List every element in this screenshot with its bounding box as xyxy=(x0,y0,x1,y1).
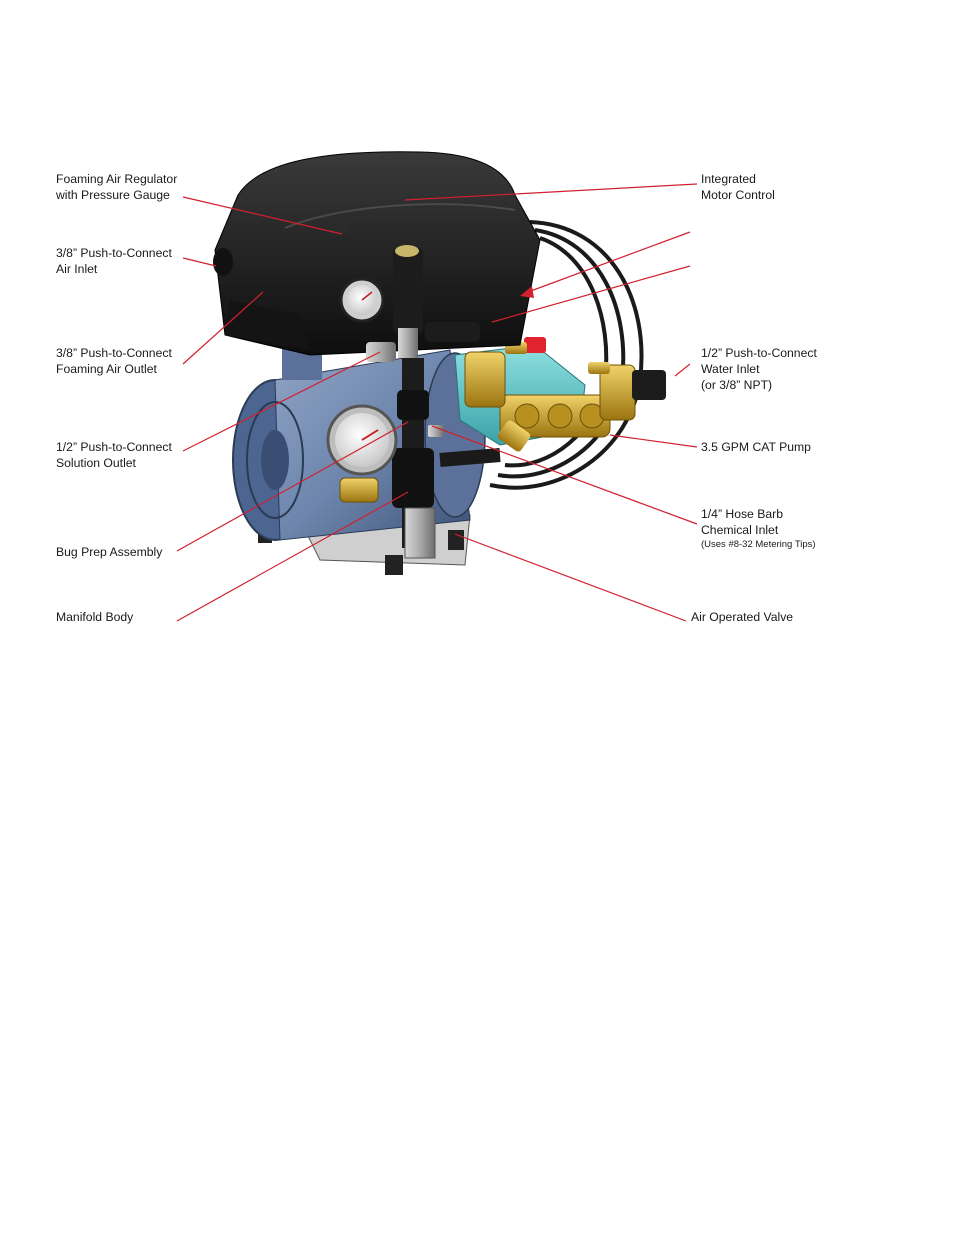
label-line: 3/8” Push-to-Connect xyxy=(56,245,172,261)
label-line: Foaming Air Regulator xyxy=(56,171,177,187)
label-cat-pump: 3.5 GPM CAT Pump xyxy=(701,439,811,455)
leader-air-inlet xyxy=(183,258,216,266)
label-line: (or 3/8” NPT) xyxy=(701,377,817,393)
motor-control-housing xyxy=(213,152,540,355)
label-line: Motor Control xyxy=(701,187,775,203)
leader-water-inlet xyxy=(675,364,690,376)
regulator-gauge xyxy=(341,279,383,321)
leader-cat-pump xyxy=(610,435,697,447)
label-bug-prep-assembly: Bug Prep Assembly xyxy=(56,544,162,560)
label-line: Air Inlet xyxy=(56,261,172,277)
label-line: Bug Prep Assembly xyxy=(56,544,162,560)
label-line: Foaming Air Outlet xyxy=(56,361,172,377)
leader-arrow-top xyxy=(528,232,690,292)
label-line: Manifold Body xyxy=(56,609,133,625)
leader-air-operated-valve xyxy=(455,534,686,621)
label-line: 3/8” Push-to-Connect xyxy=(56,345,172,361)
solution-hose xyxy=(440,455,500,460)
label-line: Chemical Inlet xyxy=(701,522,816,538)
label-line: Solution Outlet xyxy=(56,455,172,471)
bug-prep-gauge xyxy=(328,406,396,474)
label-line: with Pressure Gauge xyxy=(56,187,177,203)
label-manifold-body: Manifold Body xyxy=(56,609,133,625)
label-air-operated-valve: Air Operated Valve xyxy=(691,609,793,625)
label-line: 3.5 GPM CAT Pump xyxy=(701,439,811,455)
label-line: Integrated xyxy=(701,171,775,187)
label-line: Water Inlet xyxy=(701,361,817,377)
label-line: 1/2” Push-to-Connect xyxy=(56,439,172,455)
pump-head xyxy=(455,337,666,453)
label-line: Air Operated Valve xyxy=(691,609,793,625)
label-line: 1/4” Hose Barb xyxy=(701,506,816,522)
label-line: 1/2” Push-to-Connect xyxy=(701,345,817,361)
chemical-inlet-note: (Uses #8-32 Metering Tips) xyxy=(701,538,816,551)
